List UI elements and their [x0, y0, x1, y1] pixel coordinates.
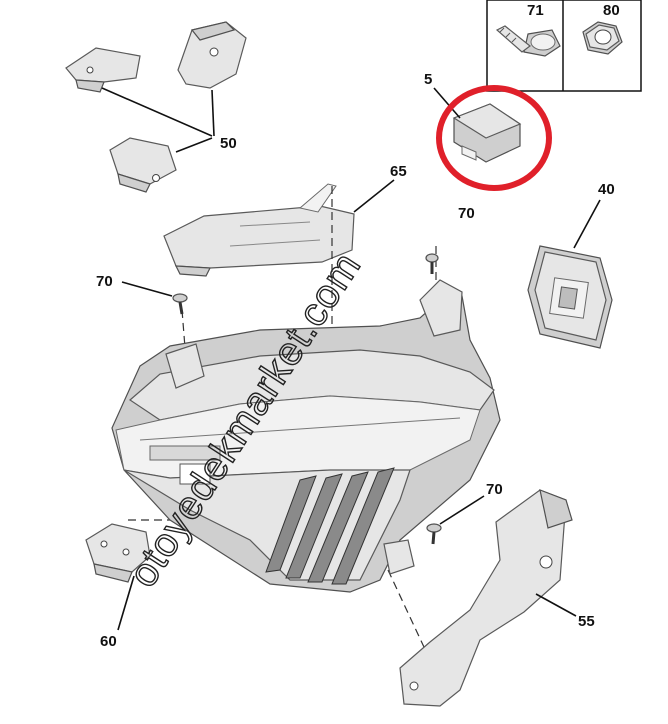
screw-70-right: 70	[426, 481, 503, 545]
brackets-50: 50	[65, 21, 247, 193]
callout-71: 71	[527, 2, 544, 19]
nut-80	[582, 21, 623, 55]
bracket-55: 55	[399, 489, 595, 707]
callout-70-left: 70	[96, 273, 113, 290]
callout-60: 60	[100, 633, 117, 650]
fastener-inset: 71 80	[486, 0, 642, 92]
headlamp-unit	[111, 279, 501, 593]
bracket-60: 60	[85, 523, 151, 650]
screw-70-top: 70	[425, 205, 475, 274]
callout-70-top: 70	[458, 205, 475, 222]
callout-50: 50	[220, 135, 237, 152]
callout-65: 65	[390, 163, 407, 180]
callout-5: 5	[424, 71, 432, 88]
callout-70-right: 70	[486, 481, 503, 498]
bolt-71	[495, 25, 561, 57]
module-5: 5	[424, 71, 552, 191]
screw-70-left: 70	[96, 273, 188, 315]
callout-40: 40	[598, 181, 615, 198]
ballast-40: 40	[527, 181, 615, 349]
cover-65: 65	[163, 163, 407, 277]
callout-80: 80	[603, 2, 620, 19]
callout-55: 55	[578, 613, 595, 630]
highlight-circle	[436, 85, 552, 191]
